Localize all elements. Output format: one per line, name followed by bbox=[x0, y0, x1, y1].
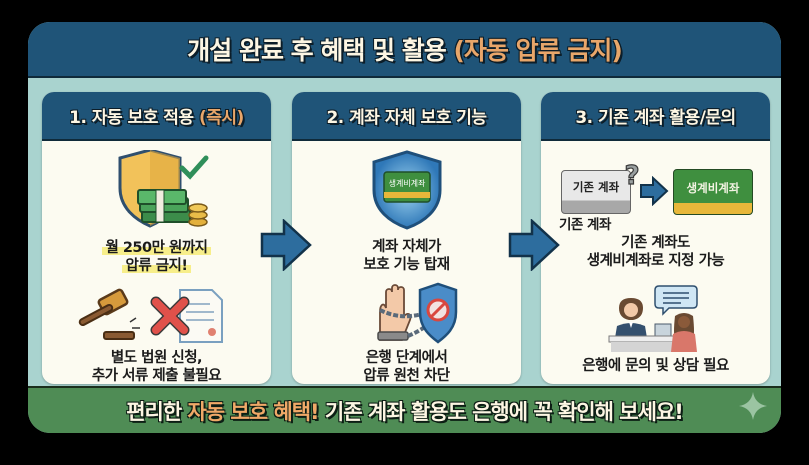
arrow-right-icon bbox=[260, 219, 312, 271]
text-line: 생계비계좌로 지정 가능 bbox=[586, 253, 725, 269]
panel-text-secondary: 은행 단계에서 압류 원천 차단 bbox=[292, 349, 521, 384]
panel-title: 3. 기존 계좌 활용/문의 bbox=[575, 108, 736, 128]
text-line: 보호 기능 탑재 bbox=[363, 257, 450, 273]
text-line: 은행 단계에서 bbox=[365, 350, 448, 366]
text-line: 기존 계좌도 bbox=[621, 235, 690, 251]
text-line: 압류 원천 차단 bbox=[363, 368, 450, 384]
target-card-label: 생계비계좌 bbox=[686, 181, 740, 195]
existing-card-label: 기존 계좌 bbox=[572, 180, 620, 194]
existing-account-card: 기존 계좌 bbox=[561, 170, 631, 214]
shield-card-label: 생계비계좌 bbox=[389, 178, 426, 188]
title-highlight: (자동 압류 금지) bbox=[453, 36, 622, 65]
panel-header: 3. 기존 계좌 활용/문의 bbox=[541, 92, 770, 141]
panel-header: 2. 계좌 자체 보호 기능 bbox=[292, 92, 521, 141]
panel-title: 1. 자동 보호 적용 (즉시) bbox=[69, 103, 244, 128]
infographic-frame: 개설 완료 후 혜택 및 활용 (자동 압류 금지) 1. 자동 보호 적용 (… bbox=[28, 22, 781, 433]
svg-text:?: ? bbox=[624, 161, 639, 190]
living-expense-account-card: 생계비계좌 bbox=[673, 169, 753, 215]
panel-text-secondary: 별도 법원 신청, 추가 서류 제출 불필요 bbox=[42, 349, 271, 384]
existing-account-caption: 기존 계좌 bbox=[559, 217, 611, 233]
panel-existing-account: 3. 기존 계좌 활용/문의 기존 계좌 ? 생계비계좌 기존 계좌 기존 계좌… bbox=[541, 92, 770, 384]
sparkle-icon bbox=[739, 392, 767, 420]
text-line: 추가 서류 제출 불필요 bbox=[91, 368, 222, 384]
question-mark-icon: ? bbox=[624, 160, 640, 190]
panel-title-main: 1. 자동 보호 적용 bbox=[69, 108, 199, 128]
panel-auto-protection: 1. 자동 보호 적용 (즉시) 월 250만 원까지 압류 금지! bbox=[42, 92, 271, 384]
text-line: 월 250만 원까지 bbox=[102, 240, 211, 256]
panel-text-primary: 월 250만 원까지 압류 금지! bbox=[42, 239, 271, 275]
footer-banner: 편리한 자동 보호 혜택! 기존 계좌 활용도 은행에 꼭 확인해 보세요! bbox=[28, 386, 781, 433]
bank-counter-consult-icon bbox=[608, 285, 698, 352]
shield-card-icon: 생계비계좌 bbox=[372, 150, 442, 230]
panel-text-primary: 계좌 자체가 보호 기능 탑재 bbox=[292, 238, 521, 274]
panel-account-protection: 2. 계좌 자체 보호 기능 생계비계좌 계좌 자체가 보호 기능 탑재 bbox=[292, 92, 521, 384]
gavel-icon bbox=[78, 288, 140, 340]
arrow-right-icon bbox=[508, 219, 560, 271]
text-line: 별도 법원 신청, bbox=[110, 350, 203, 366]
panel-title-highlight: (즉시) bbox=[198, 108, 244, 128]
panel-text-secondary: 은행에 문의 및 상담 필요 bbox=[582, 358, 729, 374]
shield-money-check-icon bbox=[118, 150, 209, 228]
footer-text-post: 기존 계좌 활용도 은행에 꼭 확인해 보세요! bbox=[318, 399, 684, 424]
page-title: 개설 완료 후 혜택 및 활용 (자동 압류 금지) bbox=[187, 31, 623, 67]
title-main: 개설 완료 후 혜택 및 활용 bbox=[187, 36, 454, 65]
panel-text-primary: 기존 계좌도 생계비계좌로 지정 가능 bbox=[541, 234, 770, 270]
panel-header: 1. 자동 보호 적용 (즉시) bbox=[42, 92, 271, 141]
footer-text-highlight: 자동 보호 혜택! bbox=[187, 399, 319, 424]
footer-message: 편리한 자동 보호 혜택! 기존 계좌 활용도 은행에 꼭 확인해 보세요! bbox=[126, 396, 684, 426]
chained-hand-block-icon bbox=[377, 282, 458, 344]
arrow-right-icon bbox=[640, 176, 669, 206]
text-line: 계좌 자체가 bbox=[372, 239, 441, 255]
panel-title: 2. 계좌 자체 보호 기능 bbox=[326, 108, 487, 128]
text-line: 압류 금지! bbox=[122, 258, 191, 274]
header-banner: 개설 완료 후 혜택 및 활용 (자동 압류 금지) bbox=[28, 22, 781, 78]
document-cancel-icon bbox=[150, 289, 223, 343]
footer-text-pre: 편리한 bbox=[126, 399, 188, 424]
